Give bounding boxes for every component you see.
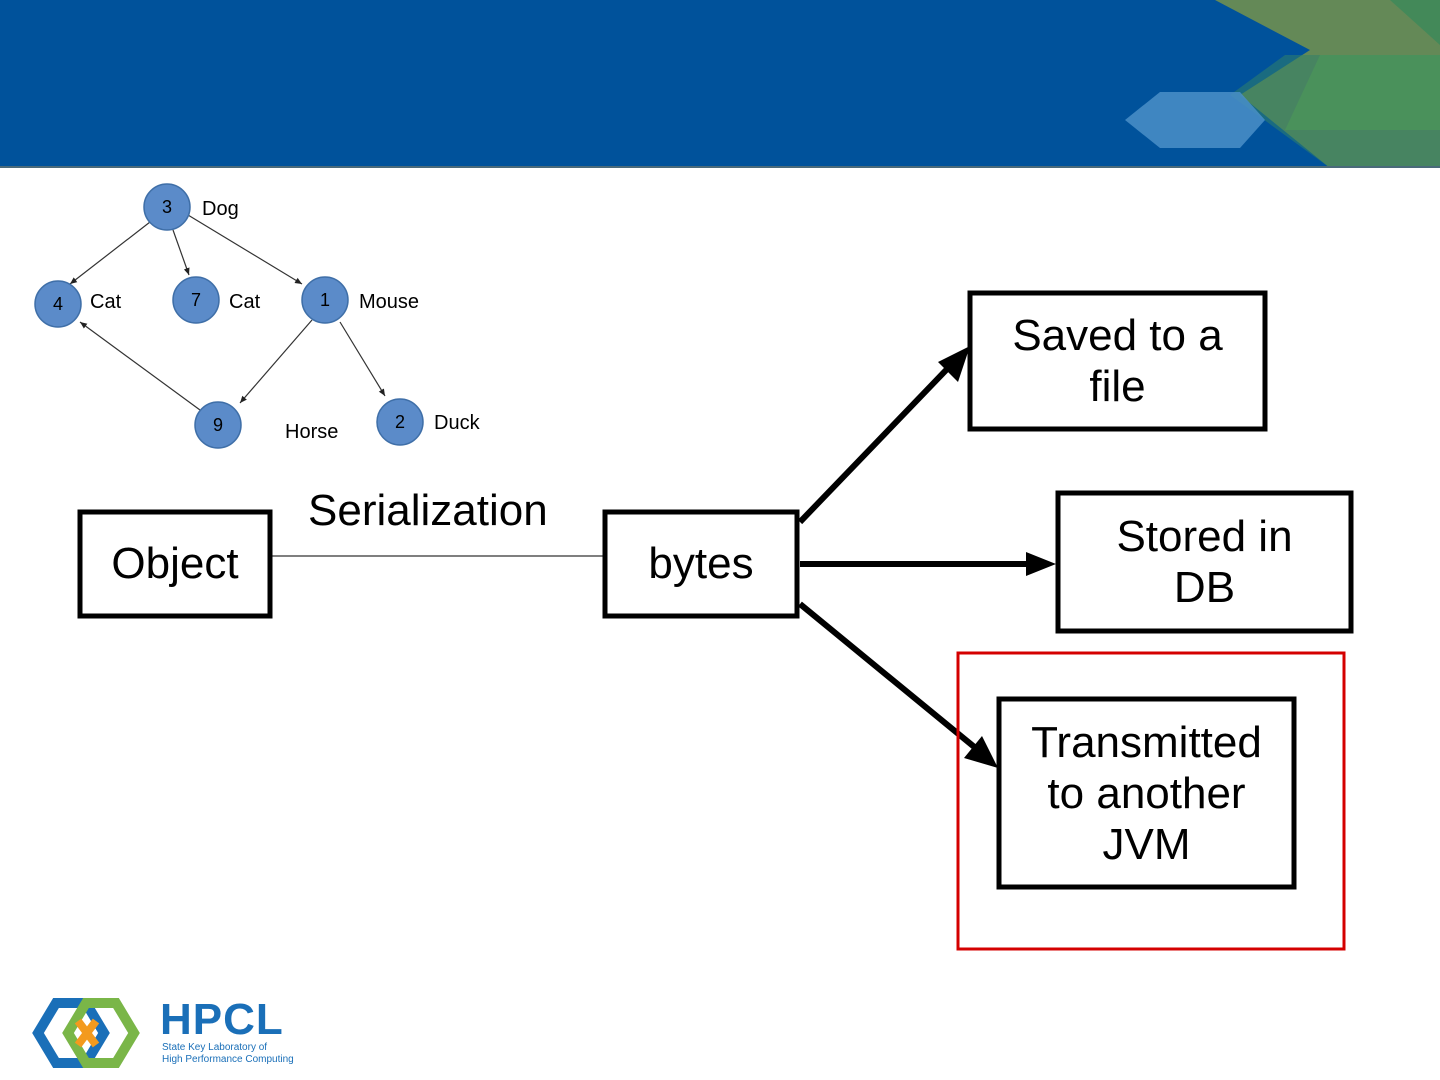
node-number: 3 xyxy=(144,184,190,230)
node-label: Dog xyxy=(202,198,239,221)
transmitted-jvm-label: Transmitted to another JVM xyxy=(999,699,1294,887)
node-number: 7 xyxy=(173,277,219,323)
edge-3-4 xyxy=(70,222,150,284)
edge-1-2 xyxy=(340,322,385,396)
edge-9-4 xyxy=(80,322,200,410)
node-label: Cat xyxy=(229,291,260,314)
arrow-to-file xyxy=(800,366,950,522)
hpcl-logo: HPCL State Key Laboratory of High Perfor… xyxy=(30,995,330,1075)
object-label: Object xyxy=(80,512,270,616)
edge-3-7 xyxy=(173,230,189,275)
arrowhead-db xyxy=(1026,552,1056,576)
node-label: Horse xyxy=(285,421,338,444)
serialization-label: Serialization xyxy=(308,486,548,536)
edge-3-1 xyxy=(188,215,302,284)
logo-subtitle-line1: State Key Laboratory of xyxy=(162,1042,267,1053)
bytes-label: bytes xyxy=(605,512,797,616)
node-number: 9 xyxy=(195,402,241,448)
node-number: 2 xyxy=(377,399,423,445)
arrow-to-jvm xyxy=(800,604,978,750)
saved-file-label: Saved to a file xyxy=(970,293,1265,429)
logo-subtitle-line2: High Performance Computing xyxy=(162,1054,294,1065)
node-label: Mouse xyxy=(359,291,419,314)
node-label: Duck xyxy=(434,412,480,435)
edge-1-9 xyxy=(240,320,312,403)
node-label: Cat xyxy=(90,291,121,314)
logo-name: HPCL xyxy=(160,995,284,1045)
stored-db-label: Stored in DB xyxy=(1058,493,1351,631)
hpcl-emblem-icon xyxy=(30,995,150,1073)
node-number: 4 xyxy=(35,281,81,327)
node-number: 1 xyxy=(302,277,348,323)
